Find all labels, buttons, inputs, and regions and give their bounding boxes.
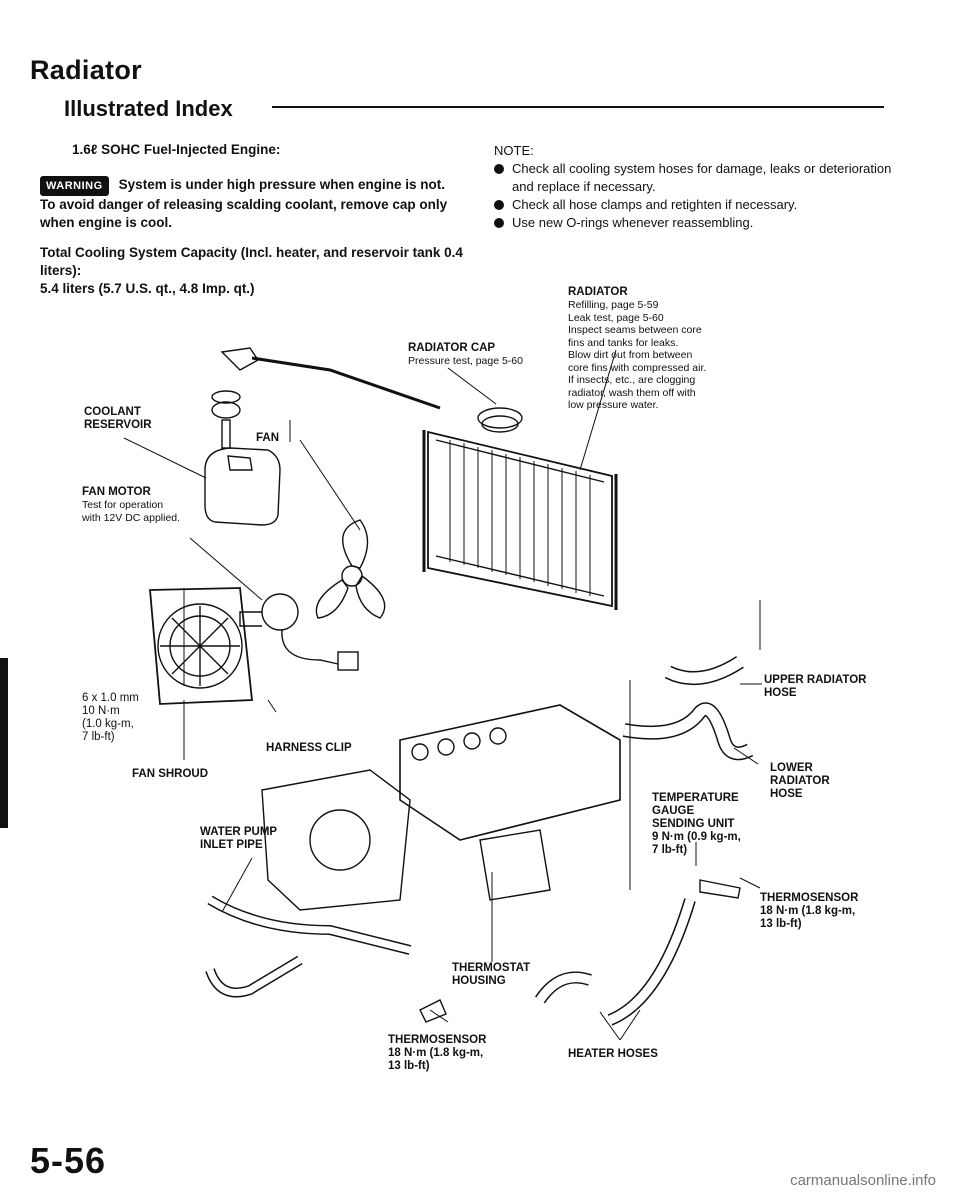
water-pump-inlet-pipe-label: WATER PUMP INLET PIPE	[200, 826, 278, 851]
upper-radiator-hose-label: UPPER RADIATOR HOSE	[764, 674, 867, 699]
bullet-icon	[494, 200, 504, 210]
page-title: Radiator	[30, 55, 142, 85]
bullet-icon	[494, 218, 504, 228]
temperature-gauge-sending-unit-label: TEMPERATURE GAUGE SENDING UNIT 9 N·m (0.…	[652, 792, 741, 856]
capacity-value: 5.4 liters (5.7 U.S. qt., 4.8 Imp. qt.)	[40, 281, 255, 296]
engine-heading: 1.6ℓ SOHC Fuel-Injected Engine:	[72, 142, 281, 157]
notes-heading: NOTE:	[494, 143, 534, 158]
note-item: Use new O-rings whenever reassembling.	[494, 214, 894, 232]
bolt-torque-spec: 6 x 1.0 mm 10 N·m (1.0 kg-m, 7 lb-ft)	[82, 692, 139, 743]
bullet-icon	[494, 164, 504, 174]
warning-text: System is under high pressure when engin…	[40, 177, 448, 230]
notes-list: Check all cooling system hoses for damag…	[494, 160, 894, 232]
thermosensor-bottom-label: THERMOSENSOR 18 N·m (1.8 kg-m, 13 lb-ft)	[388, 1034, 487, 1072]
fan-motor-label: FAN MOTOR Test for operation with 12V DC…	[82, 486, 181, 524]
section-tab-marker	[0, 658, 8, 828]
fan-shroud-label: FAN SHROUD	[132, 768, 209, 780]
capacity-block: Total Cooling System Capacity (Incl. hea…	[40, 244, 470, 298]
illustration-linework	[149, 347, 754, 1026]
header-rule	[272, 106, 884, 108]
note-item: Check all hose clamps and retighten if n…	[494, 196, 894, 214]
notes-block: NOTE: Check all cooling system hoses for…	[494, 142, 894, 232]
section-subtitle: Illustrated Index	[64, 96, 233, 121]
thermosensor-right-label: THERMOSENSOR 18 N·m (1.8 kg-m, 13 lb-ft)	[760, 892, 859, 930]
fan-label: FAN	[256, 432, 279, 444]
coolant-reservoir-label: COOLANT RESERVOIR	[84, 406, 152, 431]
watermark: carmanualsonline.info	[790, 1172, 936, 1189]
harness-clip-label: HARNESS CLIP	[266, 742, 352, 754]
heater-hoses-label: HEATER HOSES	[568, 1048, 658, 1060]
warning-badge: WARNING	[40, 176, 109, 196]
leader-lines	[123, 349, 762, 1041]
note-item: Check all cooling system hoses for damag…	[494, 160, 894, 196]
thermostat-housing-label: THERMOSTAT HOUSING	[452, 962, 531, 987]
capacity-description: Total Cooling System Capacity (Incl. hea…	[40, 245, 463, 278]
radiator-label: RADIATOR Refilling, page 5-59 Leak test,…	[568, 286, 707, 411]
radiator-cap-label: RADIATOR CAP Pressure test, page 5-60	[408, 342, 523, 367]
lower-radiator-hose-label: LOWER RADIATOR HOSE	[770, 762, 830, 800]
page-number: 5-56	[30, 1140, 107, 1181]
